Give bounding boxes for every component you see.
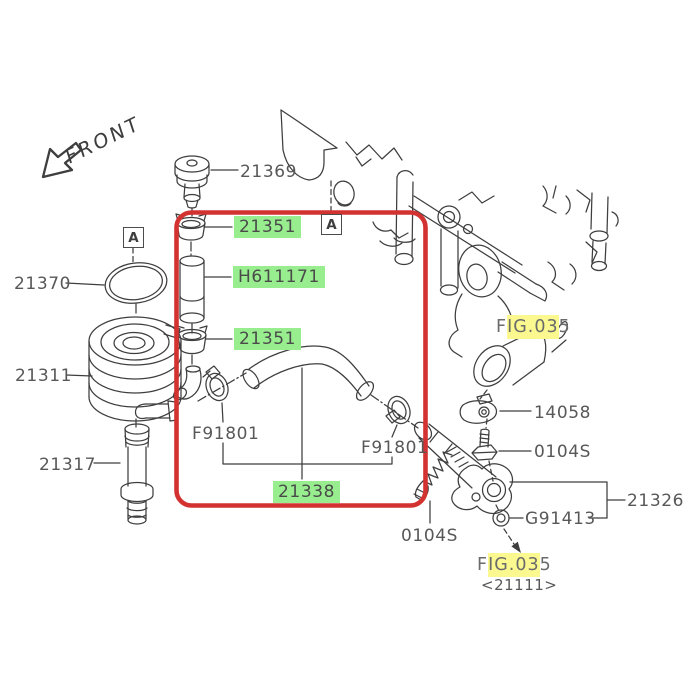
part-label-21311: 21311: [15, 366, 73, 386]
part-label-f91801-right: F91801: [361, 438, 429, 458]
fig035-housing-drawing: [448, 293, 568, 400]
part-f91801-left-drawing: [202, 365, 229, 423]
part-h611171-drawing: [179, 255, 232, 336]
fig035-reference-bottom[interactable]: FIG.035: [477, 553, 552, 577]
part-label-21370: 21370: [14, 274, 72, 294]
section-marker-a-right: A: [321, 214, 342, 235]
part-14058-drawing: [459, 393, 532, 424]
front-arrow-icon: [41, 141, 83, 179]
f91801-leader-lines: [222, 442, 393, 465]
part-label-21317: 21317: [39, 455, 97, 475]
part-21311-drawing: [65, 316, 182, 428]
part-21369-drawing: [174, 155, 239, 217]
part-21351-mid-drawing: [176, 325, 233, 367]
fig035-bottom-highlight: IG.03: [488, 553, 540, 577]
red-selection-box: [174, 210, 428, 508]
part-f91801-right-drawing: [385, 395, 411, 438]
part-g91413-drawing: [492, 509, 608, 527]
part-0104s-right-drawing: [471, 428, 532, 461]
part-label-14058: 14058: [534, 403, 592, 423]
part-label-21326: 21326: [627, 491, 685, 511]
install-axis-dashes: [485, 418, 500, 512]
part-21317-drawing: [93, 423, 154, 525]
fig035-reference-top[interactable]: FIG.035: [496, 315, 571, 339]
part-label-f91801-left: F91801: [192, 424, 260, 444]
fig035-bottom-arrow: [503, 528, 521, 553]
part-21370-drawing: [65, 262, 168, 317]
part-label-h611171[interactable]: H611171: [233, 266, 325, 289]
part-21326-drawing: [413, 421, 626, 519]
part-21351-top-drawing: [175, 213, 233, 256]
part-label-21351-mid[interactable]: 21351: [234, 328, 302, 351]
fig035-top-highlight: IG.03: [507, 315, 559, 339]
part-0104s-bottom-drawing: [413, 451, 453, 524]
part-21338-drawing: [242, 345, 375, 480]
part-label-0104s-bottom: 0104S: [401, 526, 459, 546]
engine-block-outline: [280, 109, 619, 302]
part-label-g91413: G91413: [525, 509, 596, 529]
part-label-21338[interactable]: 21338: [273, 481, 341, 504]
fig035-top-prefix: F: [496, 317, 508, 337]
part-label-21351-top[interactable]: 21351: [234, 216, 302, 239]
fig035-top-suffix: 5: [558, 317, 571, 337]
fig035-bottom-suffix: 5: [539, 555, 552, 575]
part-label-21369: 21369: [240, 162, 298, 182]
section-marker-a-left: A: [123, 227, 144, 248]
fig035-bottom-prefix: F: [477, 555, 489, 575]
sub-assembly-ref-21111: <21111>: [481, 576, 558, 594]
part-label-0104s-right: 0104S: [534, 442, 592, 462]
assembly-axis-lines: [197, 372, 419, 429]
